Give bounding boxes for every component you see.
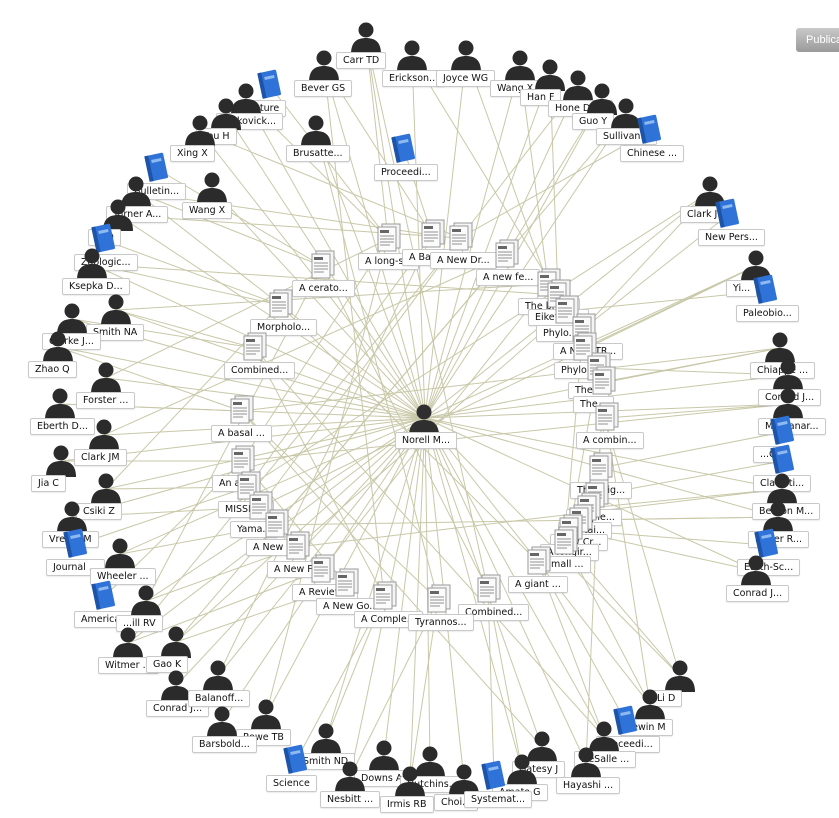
graph-edge: [240, 410, 543, 748]
node-label: Science: [266, 775, 317, 792]
graph-edge: [253, 347, 385, 598]
node-label: Irmis RB: [380, 796, 434, 813]
node-label: Morpholo...: [250, 319, 318, 336]
graph-edge: [241, 238, 389, 462]
graph-edge: [269, 85, 389, 240]
graph-edge: [325, 417, 426, 740]
graph-edge: [323, 65, 426, 419]
node-label: Barsbold...: [192, 736, 257, 753]
node-label: Witmer ...: [98, 657, 159, 674]
node-label: Carr TD: [336, 52, 387, 69]
graph-edge: [175, 254, 507, 643]
node-label: Wang X: [182, 202, 233, 219]
node-label: Norell M...: [395, 432, 458, 449]
graph-edge: [241, 403, 789, 462]
graph-edge: [57, 346, 426, 419]
node-label: Combined...: [224, 362, 296, 379]
graph-edge: [135, 191, 323, 267]
graph-edge: [105, 417, 426, 490]
node-label: Tyrannos...: [408, 614, 474, 631]
node-label: A cerato...: [292, 280, 355, 297]
graph-edge: [217, 417, 426, 677]
graph-edge: [365, 37, 489, 591]
node-label: Chinese ...: [620, 145, 685, 162]
node-label: Brusatte...: [286, 145, 350, 162]
graph-edge: [275, 516, 779, 526]
node-label: Joyce WG: [436, 70, 496, 87]
graph-edge: [247, 191, 711, 488]
publications-tab[interactable]: Publica: [796, 28, 839, 52]
graph-edge: [411, 55, 559, 296]
graph-edge: [411, 55, 426, 419]
graph-edge: [245, 98, 426, 419]
graph-edge: [115, 283, 549, 311]
graph-edge: [602, 347, 781, 383]
node-label: A giant ...: [508, 576, 568, 593]
graph-edge: [145, 546, 298, 602]
node-label: Hayashi ...: [556, 777, 621, 794]
node-label: New Pers...: [698, 229, 765, 246]
graph-edge: [211, 187, 426, 419]
node-label: A New Dr...: [430, 252, 497, 269]
graph-edge: [424, 113, 627, 419]
node-label: A new fe...: [476, 269, 541, 286]
node-label: Forster ...: [76, 392, 136, 409]
node-label: Jia C: [31, 475, 66, 492]
graph-edge: [259, 237, 461, 508]
graph-edge: [117, 214, 461, 239]
graph-edge: [57, 346, 242, 412]
graph-edge: [127, 237, 461, 644]
graph-edge: [265, 238, 389, 716]
node-label: Combined...: [458, 604, 530, 621]
graph-edge: [240, 347, 781, 412]
node-label: Balanoff...: [188, 690, 251, 707]
graph-edge: [105, 238, 389, 379]
node-label: Systemat...: [464, 791, 533, 808]
node-label: Zhao Q: [28, 361, 77, 378]
node-label: Eberth D...: [30, 418, 95, 435]
graph-edge: [321, 265, 489, 591]
graph-edge: [599, 431, 784, 469]
graph-edge: [265, 417, 426, 716]
node-label: Proceedi...: [374, 164, 438, 181]
graph-edge: [487, 589, 495, 778]
graph-edge: [91, 263, 559, 296]
graph-edge: [296, 488, 783, 548]
node-label: Gao K: [146, 656, 189, 673]
node-label: A New Go...: [316, 598, 386, 615]
graph-edge: [383, 417, 426, 757]
node-label: Erickson...: [382, 70, 446, 87]
graph-edge: [315, 130, 426, 419]
graph-edge: [315, 130, 439, 601]
node-label: Guo Y: [572, 113, 615, 130]
graph-edge: [115, 309, 255, 349]
graph-edge: [253, 347, 605, 738]
node-label: Nesbitt ...: [320, 791, 381, 808]
node-label: Bever GS: [294, 80, 353, 97]
node-label: Ksepka D...: [62, 278, 130, 295]
graph-edge: [409, 417, 426, 783]
graph-edge: [105, 377, 426, 419]
node-label: Xing X: [170, 145, 215, 162]
graph-edge: [259, 265, 757, 508]
node-label: A basal ...: [211, 425, 272, 442]
node-label: A combin...: [576, 432, 644, 449]
graph-edge: [365, 37, 389, 240]
graph-edge: [465, 55, 549, 285]
graph-edge: [247, 234, 433, 488]
node-label: Yi...: [726, 280, 758, 297]
graph-edge: [75, 486, 249, 546]
graph-edge: [103, 239, 281, 306]
node-label: Paleobio...: [736, 305, 799, 322]
graph-edge: [605, 403, 789, 419]
node-label: Conrad J...: [726, 585, 790, 602]
graph-edge: [217, 234, 433, 677]
node-label: Clark JM: [74, 449, 127, 466]
graph-edge: [424, 417, 523, 771]
graph-edge: [587, 488, 783, 509]
graph-edge: [103, 254, 507, 436]
graph-edge: [459, 130, 651, 239]
graph-edge: [240, 410, 439, 601]
node-label: Wheeler ...: [90, 568, 156, 585]
